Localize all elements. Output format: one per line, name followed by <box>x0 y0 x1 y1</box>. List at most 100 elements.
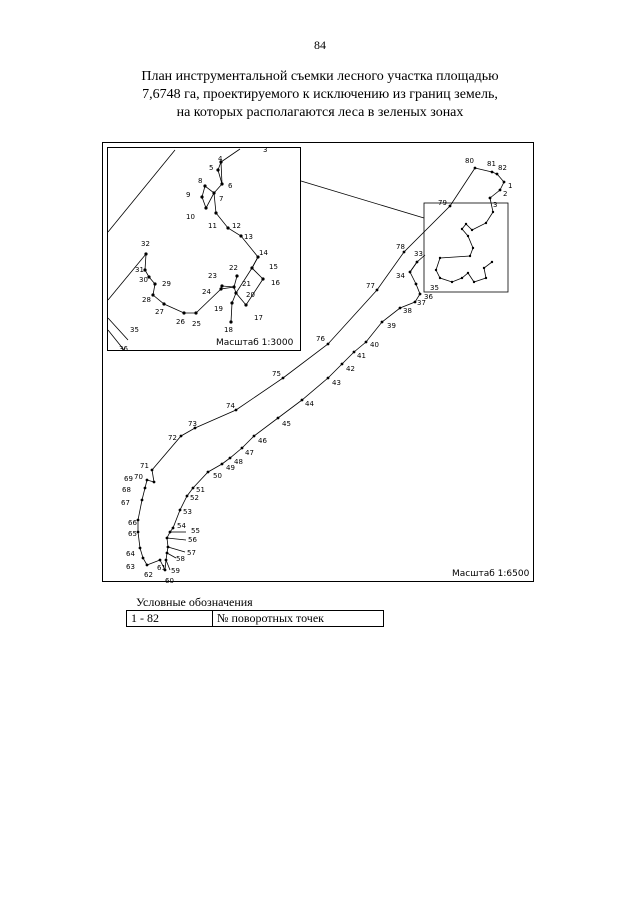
inset-point-label: 13 <box>244 233 253 241</box>
point-label: 68 <box>122 486 131 494</box>
inset-turning-point <box>219 160 223 164</box>
turning-point <box>143 486 147 490</box>
point-label: 81 <box>487 160 496 168</box>
point-label: 56 <box>188 536 197 544</box>
turning-point <box>136 530 140 534</box>
inset-point-label: 24 <box>202 288 211 296</box>
turning-point <box>495 172 499 176</box>
point-label: 67 <box>121 499 130 507</box>
point-label: 59 <box>171 567 180 575</box>
turning-point <box>340 362 344 366</box>
point-label: 3 <box>493 201 497 209</box>
turning-point <box>234 408 238 412</box>
legend-table: 1 - 82 № поворотных точек <box>126 610 384 627</box>
turning-point <box>413 300 417 304</box>
point-label: 62 <box>144 571 153 579</box>
turning-point <box>380 320 384 324</box>
legend-title: Условные обозначения <box>136 595 253 609</box>
inset-point-label: 8 <box>198 177 202 185</box>
inset-point-label: 21 <box>242 280 251 288</box>
point-label: 72 <box>168 434 177 442</box>
turning-point <box>364 340 368 344</box>
point-label: 2 <box>503 190 507 198</box>
inset-turning-point <box>220 182 224 186</box>
turning-point <box>145 563 149 567</box>
turning-point <box>136 518 140 522</box>
point-label: 74 <box>226 402 235 410</box>
turning-point <box>185 494 189 498</box>
main-boundary-cluster <box>435 197 494 283</box>
turning-point <box>398 306 402 310</box>
inset-turning-point <box>214 211 218 215</box>
turning-point <box>281 376 285 380</box>
inset-turning-point <box>239 234 243 238</box>
point-label: 64 <box>126 550 135 558</box>
inset-turning-point <box>220 284 224 288</box>
main-boundary-south <box>164 261 421 571</box>
turning-point <box>464 222 468 226</box>
point-label: 82 <box>498 164 507 172</box>
inset-map-frame <box>107 147 301 351</box>
inset-point-label: 19 <box>214 305 223 313</box>
label-leader <box>165 559 171 571</box>
point-label: 53 <box>183 508 192 516</box>
point-label: 1 <box>508 182 512 190</box>
point-label: 48 <box>234 458 243 466</box>
turning-point <box>252 434 256 438</box>
inset-route-group <box>143 160 265 324</box>
inset-turning-point <box>234 291 238 295</box>
point-label: 45 <box>282 420 291 428</box>
inset-point-label: 25 <box>192 320 201 328</box>
inset-point-label: 23 <box>208 272 217 280</box>
point-label: 77 <box>366 282 375 290</box>
inset-turning-point <box>261 277 265 281</box>
point-label: 44 <box>305 400 314 408</box>
inset-boundary-line-b <box>107 329 125 351</box>
label-leader <box>167 546 186 553</box>
legend-key: 1 - 82 <box>126 610 213 627</box>
point-label: 43 <box>332 379 341 387</box>
turning-point <box>502 180 506 184</box>
inset-turning-point <box>219 287 223 291</box>
inset-point-label: 26 <box>176 318 185 326</box>
turning-point <box>450 280 454 284</box>
inset-turning-point <box>250 266 254 270</box>
inset-boundary-line-e <box>220 148 241 163</box>
main-boundary-top <box>474 167 505 199</box>
turning-point <box>415 260 419 264</box>
inset-turning-point <box>147 275 151 279</box>
inset-boundary-extra <box>230 267 253 323</box>
turning-point <box>326 376 330 380</box>
inset-point-label: 29 <box>162 280 171 288</box>
point-label: 63 <box>126 563 135 571</box>
inset-turning-point <box>212 191 216 195</box>
point-label: 79 <box>438 199 447 207</box>
turning-point <box>482 266 486 270</box>
turning-point <box>220 462 224 466</box>
inset-point-label: 7 <box>219 195 223 203</box>
turning-point <box>152 480 156 484</box>
inset-point-label: 3 <box>263 146 267 154</box>
turning-point <box>300 398 304 402</box>
point-label: 70 <box>134 473 143 481</box>
turning-point <box>352 350 356 354</box>
main-route-group <box>136 166 506 572</box>
turning-point <box>206 470 210 474</box>
inset-point-label: 20 <box>246 291 255 299</box>
inset-point-label: 18 <box>224 326 233 334</box>
inset-boundary-extra <box>221 285 235 288</box>
point-label: 75 <box>272 370 281 378</box>
turning-point <box>488 196 492 200</box>
point-label: 71 <box>140 462 149 470</box>
point-label: 35 <box>430 284 439 292</box>
turning-point <box>138 546 142 550</box>
inset-point-label: 27 <box>155 308 164 316</box>
point-label: 66 <box>128 519 137 527</box>
inset-turning-point <box>256 255 260 259</box>
point-label: 49 <box>226 464 235 472</box>
turning-point <box>498 188 502 192</box>
inset-point-label: 12 <box>232 222 241 230</box>
turning-point <box>471 246 475 250</box>
point-label: 54 <box>177 522 186 530</box>
